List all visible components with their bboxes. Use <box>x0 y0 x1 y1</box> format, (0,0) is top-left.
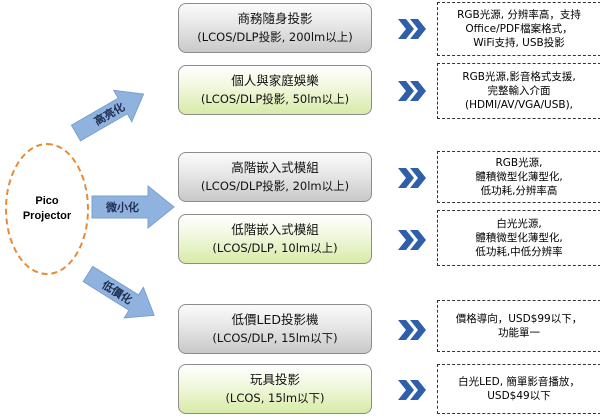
item-note: 價格導向，USD$99以下， 功能單一 <box>437 300 600 352</box>
item-note: RGB光源, 體積微型化薄型化, 低功耗,分辨率高 <box>437 151 600 203</box>
item-spec: (LCOS/DLP, 10lm以上) <box>212 241 338 255</box>
item-spec: (LCOS/DLP, 15lm以下) <box>212 331 338 345</box>
item-note: RGB光源, 分辨率高，支持 Office/PDF檔案格式， WiFi支持, U… <box>437 2 600 56</box>
item-title: 玩具投影 <box>249 372 300 387</box>
chevron-right-icon <box>398 81 426 101</box>
item-spec: (LCOS/DLP投影, 20lm以上) <box>200 179 350 193</box>
item-box-high-end-module: 高階嵌入式模組 (LCOS/DLP投影, 20lm以上) <box>178 152 372 202</box>
item-title: 高階嵌入式模組 <box>231 160 319 175</box>
item-box-low-price-led: 低價LED投影機 (LCOS/DLP, 15lm以下) <box>178 304 372 354</box>
item-spec: (LCOS, 15lm以下) <box>225 391 325 405</box>
chevron-right-icon <box>398 168 426 188</box>
item-box-toy-projector: 玩具投影 (LCOS, 15lm以下) <box>178 364 372 414</box>
branch-label-miniaturize: 微小化 <box>105 200 139 214</box>
chevron-right-icon <box>398 230 426 250</box>
item-note: RGB光源,影音格式支援, 完整輸入介面 (HDMI/AV/VGA/USB), <box>437 63 600 119</box>
chevron-right-icon <box>398 320 426 340</box>
item-title: 個人與家庭娛樂 <box>231 73 319 88</box>
item-box-business-portable: 商務隨身投影 (LCOS/DLP投影, 200lm以上) <box>178 3 372 53</box>
item-title: 低價LED投影機 <box>231 312 319 327</box>
item-note: 白光光源, 體積微型化薄型化, 低功耗,中低分辨率 <box>437 210 600 266</box>
branch-arrow-miniaturize: 微小化 <box>91 184 175 230</box>
chevron-right-icon <box>398 19 426 39</box>
item-title: 商務隨身投影 <box>237 11 313 26</box>
item-title: 低階嵌入式模組 <box>231 222 319 237</box>
item-note: 白光LED, 簡單影音播放， USD$49以下 <box>437 364 600 414</box>
item-spec: (LCOS/DLP投影, 200lm以上) <box>197 30 353 44</box>
item-spec: (LCOS/DLP投影, 50lm以上) <box>200 92 350 106</box>
branch-arrow-low-price: 低價化 <box>82 265 155 319</box>
pico-projector-hub: Pico Projector <box>5 143 89 275</box>
branch-arrow-brightness: 高亮化 <box>70 89 145 142</box>
chevron-right-icon <box>398 380 426 400</box>
item-box-low-end-module: 低階嵌入式模組 (LCOS/DLP, 10lm以上) <box>178 214 372 264</box>
item-box-personal-home: 個人與家庭娛樂 (LCOS/DLP投影, 50lm以上) <box>178 65 372 115</box>
